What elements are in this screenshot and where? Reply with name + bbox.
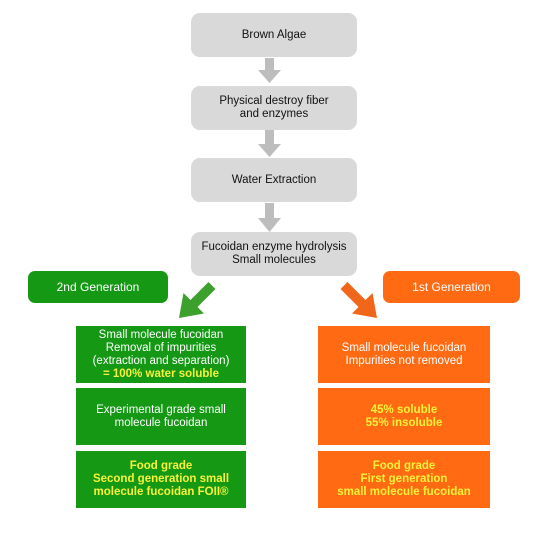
step-enzyme-hydrolysis-line-2: Small molecules <box>232 254 316 266</box>
step-physical-destroy: Physical destroy fiber and enzymes <box>191 86 357 130</box>
second-gen-box-3-line-3: molecule fucoidan FOII® <box>93 486 229 498</box>
first-generation-label-text: 1st Generation <box>412 279 491 294</box>
second-gen-box-3-line-1: Food grade <box>129 460 193 472</box>
orange-diagonal-arrow <box>340 282 377 318</box>
green-diagonal-arrow <box>179 282 216 318</box>
first-gen-box-3-line-3: small molecule fucoidan <box>337 486 471 498</box>
first-gen-box-2-line-2: 55% insoluble <box>365 416 443 429</box>
second-gen-box-impurities-removed: Small molecule fucoidan Removal of impur… <box>76 326 246 383</box>
step-brown-algae: Brown Algae <box>191 13 357 57</box>
second-generation-label: 2nd Generation <box>28 271 168 303</box>
step-enzyme-hydrolysis: Fucoidan enzyme hydrolysis Small molecul… <box>191 232 357 276</box>
second-gen-box-1-line-2: Removal of impurities <box>105 341 217 354</box>
second-generation-label-text: 2nd Generation <box>56 279 140 294</box>
second-gen-box-experimental-grade: Experimental grade small molecule fucoid… <box>76 388 246 445</box>
second-gen-box-2-line-2: molecule fucoidan <box>114 416 208 429</box>
first-gen-box-1-line-2: Impurities not removed <box>345 354 463 367</box>
step-physical-destroy-line-2: and enzymes <box>239 108 309 120</box>
second-gen-box-1-line-3: (extraction and separation) <box>92 354 230 367</box>
first-generation-label: 1st Generation <box>383 271 520 303</box>
down-arrow-2 <box>258 130 281 157</box>
first-gen-box-3-line-1: Food grade <box>372 460 436 472</box>
second-gen-box-3-line-2: Second generation small <box>92 473 230 485</box>
first-gen-box-2-line-1: 45% soluble <box>370 403 438 416</box>
first-gen-box-3-line-2: First generation <box>360 473 448 485</box>
step-water-extraction: Water Extraction <box>191 158 357 202</box>
first-gen-box-1-line-1: Small molecule fucoidan <box>341 341 467 354</box>
first-gen-box-impurities-not-removed: Small molecule fucoidan Impurities not r… <box>318 326 490 383</box>
first-gen-box-solubility: 45% soluble 55% insoluble <box>318 388 490 445</box>
first-gen-box-food-grade: Food grade First generation small molecu… <box>318 451 490 508</box>
second-gen-box-2-line-1: Experimental grade small <box>96 403 226 416</box>
down-arrow-1 <box>258 58 281 83</box>
down-arrow-3 <box>258 203 281 232</box>
second-gen-box-1-line-1: Small molecule fucoidan <box>98 328 224 341</box>
step-physical-destroy-line-1: Physical destroy fiber <box>219 95 329 107</box>
step-brown-algae-label: Brown Algae <box>241 28 307 41</box>
step-enzyme-hydrolysis-line-1: Fucoidan enzyme hydrolysis <box>201 241 347 253</box>
second-gen-box-1-highlight: = 100% water soluble <box>102 367 219 380</box>
second-gen-box-food-grade: Food grade Second generation small molec… <box>76 451 246 508</box>
step-water-extraction-label: Water Extraction <box>231 173 317 186</box>
